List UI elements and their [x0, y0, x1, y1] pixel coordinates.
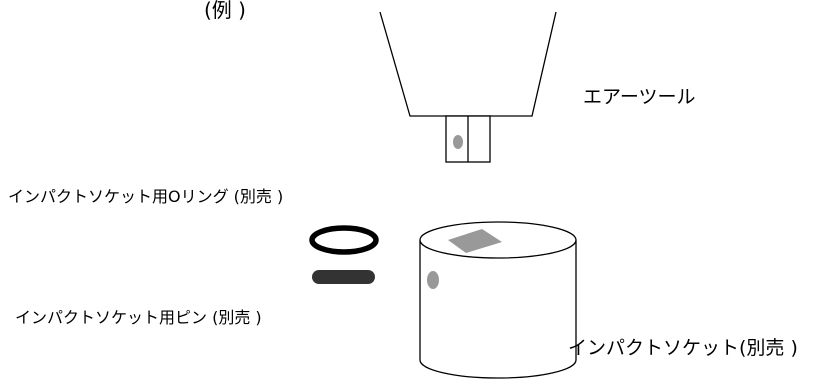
socket-label: インパクトソケット(別売 ): [568, 337, 798, 359]
pin-icon: [312, 270, 375, 284]
o-ring-icon: [309, 225, 379, 255]
socket-pin-hole: [427, 271, 439, 289]
example-label: (例 ): [204, 0, 246, 22]
air-tool-label: エアーツール: [583, 86, 696, 108]
air-tool-anvil-hole: [453, 135, 463, 149]
socket-square-hole: [448, 229, 502, 253]
air-tool-body: [379, 11, 557, 117]
o-ring-label: インパクトソケット用Oリング (別売 ): [8, 187, 284, 206]
socket-body: [419, 240, 577, 379]
pin-label: インパクトソケット用ピン (別売 ): [15, 308, 262, 327]
